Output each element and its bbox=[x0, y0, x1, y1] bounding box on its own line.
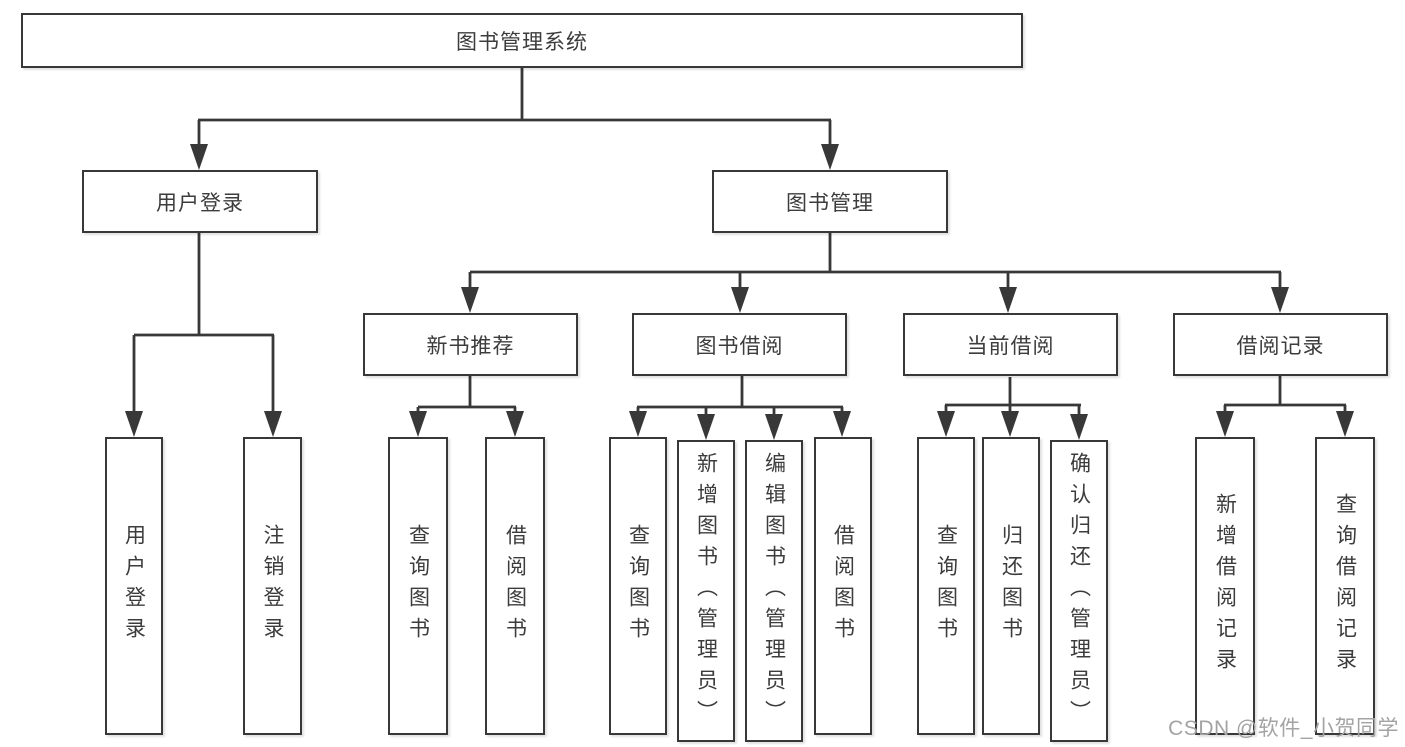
leaf-borrow-books-newrec-label: 借阅图书 bbox=[503, 524, 527, 648]
leaf-query-borrow-record-label: 查询借阅记录 bbox=[1333, 493, 1357, 679]
leaf-borrow-books-borrowing-label: 借阅图书 bbox=[831, 524, 855, 648]
leaf-return-books-label: 归还图书 bbox=[999, 524, 1023, 648]
node-current-borrowing: 当前借阅 bbox=[903, 313, 1118, 376]
watermark: CSDN @软件_小贺同学 bbox=[1168, 717, 1399, 740]
leaf-query-borrow-record: 查询借阅记录 bbox=[1315, 437, 1375, 735]
leaf-confirm-return-admin-label: 确认归还（管理员） bbox=[1067, 451, 1091, 731]
leaf-add-borrow-record: 新增借阅记录 bbox=[1195, 437, 1255, 735]
leaf-query-books-newrec: 查询图书 bbox=[388, 437, 448, 735]
leaf-query-books-borrowing-label: 查询图书 bbox=[626, 524, 650, 648]
node-borrowing-records: 借阅记录 bbox=[1173, 313, 1388, 376]
node-library-system: 图书管理系统 bbox=[21, 13, 1023, 68]
leaf-user-login-label: 用户登录 bbox=[122, 524, 146, 648]
leaf-return-books: 归还图书 bbox=[982, 437, 1040, 735]
leaf-logout: 注销登录 bbox=[243, 437, 302, 735]
node-book-borrowing: 图书借阅 bbox=[632, 313, 847, 376]
leaf-edit-book-admin: 编辑图书（管理员） bbox=[745, 440, 803, 742]
leaf-borrow-books-borrowing: 借阅图书 bbox=[814, 437, 872, 735]
leaf-edit-book-admin-label: 编辑图书（管理员） bbox=[762, 451, 786, 731]
leaf-add-book-admin: 新增图书（管理员） bbox=[677, 440, 735, 742]
leaf-query-books-current: 查询图书 bbox=[917, 437, 975, 735]
leaf-query-books-newrec-label: 查询图书 bbox=[406, 524, 430, 648]
leaf-borrow-books-newrec: 借阅图书 bbox=[485, 437, 545, 735]
leaf-add-book-admin-label: 新增图书（管理员） bbox=[694, 451, 718, 731]
node-book-management: 图书管理 bbox=[712, 170, 948, 233]
leaf-add-borrow-record-label: 新增借阅记录 bbox=[1213, 493, 1237, 679]
leaf-user-login: 用户登录 bbox=[105, 437, 163, 735]
node-new-book-recommendation: 新书推荐 bbox=[363, 313, 578, 376]
leaf-query-books-current-label: 查询图书 bbox=[934, 524, 958, 648]
node-user-login: 用户登录 bbox=[82, 170, 318, 233]
leaf-query-books-borrowing: 查询图书 bbox=[609, 437, 667, 735]
leaf-confirm-return-admin: 确认归还（管理员） bbox=[1050, 440, 1108, 742]
leaf-logout-label: 注销登录 bbox=[261, 524, 284, 648]
